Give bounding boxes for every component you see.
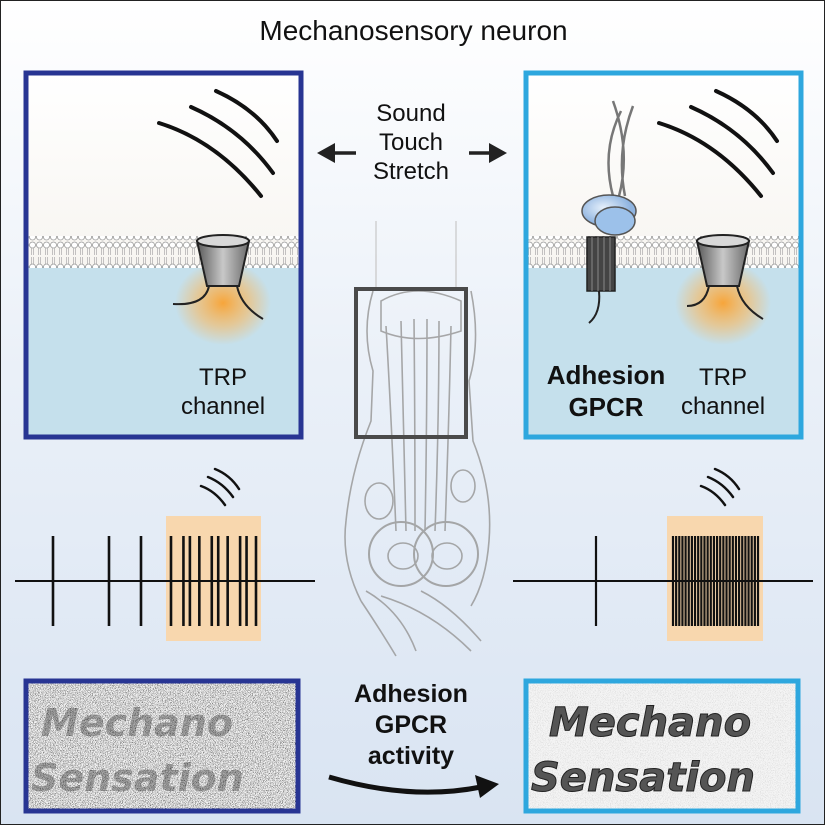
stimuli-list: Sound Touch Stretch	[356, 99, 466, 186]
sound-waves-icon-right	[657, 89, 779, 198]
stimulus-sound: Sound	[376, 100, 446, 127]
left-spike-train	[15, 467, 315, 641]
neuron-illustration	[344, 221, 491, 657]
right-spike-train	[513, 467, 813, 641]
curved-arrow-icon	[328, 774, 499, 798]
small-sound-icon	[199, 467, 241, 507]
stimulus-touch: Touch	[378, 129, 444, 156]
stimulus-stretch: Stretch	[372, 158, 450, 185]
sound-waves-icon	[157, 89, 279, 198]
left-panel	[23, 70, 304, 440]
clear-text-line2: Sensation	[531, 755, 755, 801]
activity-label: Adhesion GPCR activity	[354, 680, 468, 770]
zoom-box	[354, 287, 468, 439]
figure-title: Mechanosensory neuron	[259, 15, 568, 46]
noisy-box-right: Mechano Sensation	[523, 678, 801, 814]
right-panel	[523, 70, 804, 440]
left-trp-label: TRP channel	[180, 364, 266, 420]
double-arrows-icon	[317, 143, 507, 163]
calcium-glow	[175, 261, 271, 345]
right-trp-label: TRP channel	[680, 364, 766, 420]
small-sound-icon-right	[699, 467, 741, 507]
noisy-box-left: Mechano Sensation	[23, 678, 301, 814]
adhesion-gpcr-icon	[581, 100, 637, 324]
adhesion-gpcr-label: Adhesion GPCR	[546, 360, 666, 422]
clear-text-line1: Mechano	[549, 700, 751, 746]
